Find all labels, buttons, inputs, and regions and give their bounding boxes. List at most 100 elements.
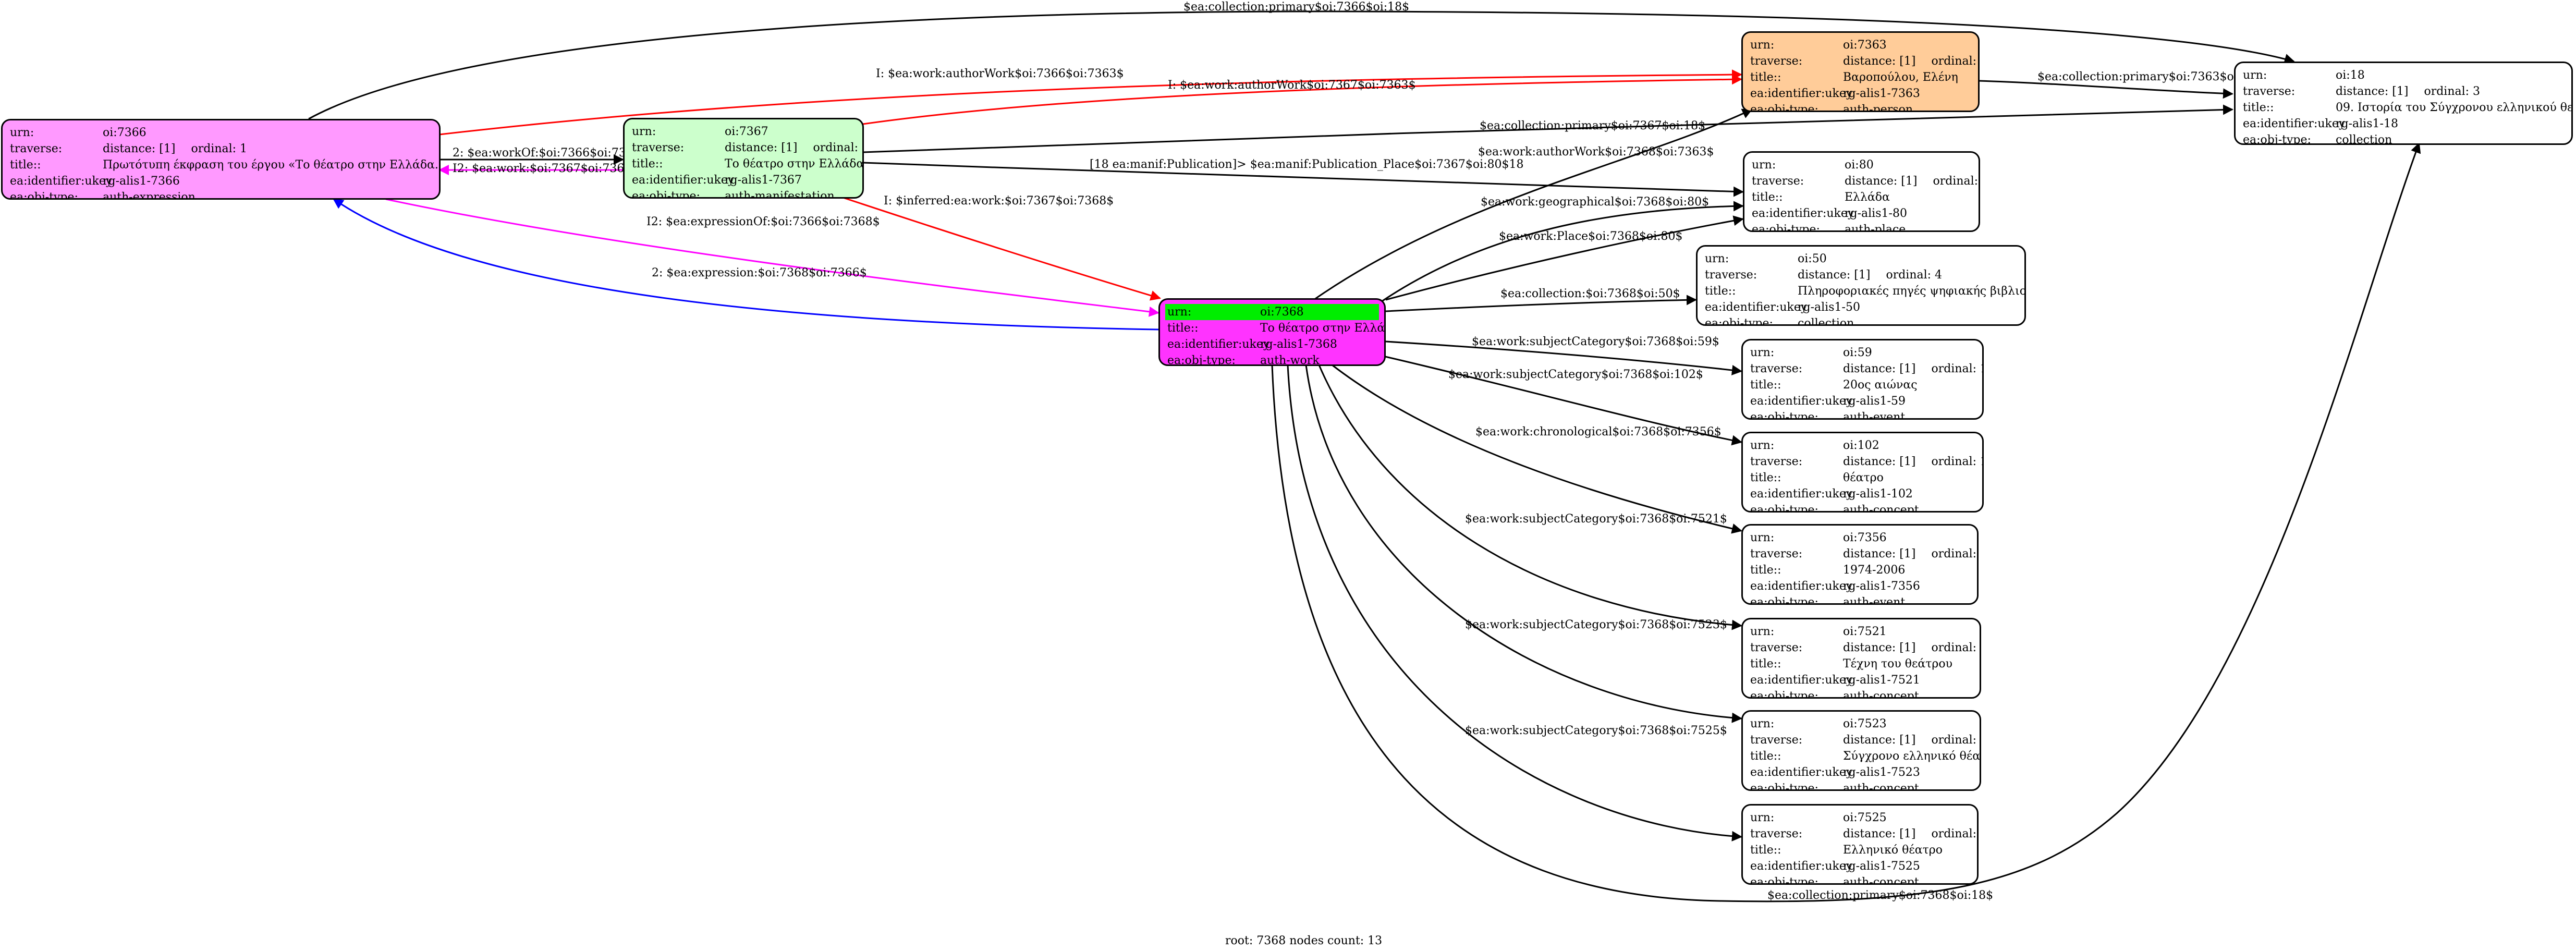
value-ordinal: ordinal: 6: [1931, 55, 1978, 68]
value-ordinal: ordinal: 3: [2424, 85, 2481, 98]
value-urn: oi:7523: [1843, 717, 1887, 730]
value-urn: oi:7367: [725, 125, 768, 138]
value-ukey: rg-alis1-7523: [1843, 766, 1920, 779]
node-oi-7356[interactable]: urn:oi:7356 traverse:distance: [1]ordina…: [1741, 524, 1979, 605]
value-type: auth-manifestation: [725, 190, 835, 199]
value-type: collection: [2336, 133, 2392, 145]
node-oi-7523[interactable]: urn:oi:7523 traverse:distance: [1]ordina…: [1741, 710, 1981, 791]
key-type: ea:obj-type:: [1750, 103, 1818, 112]
value-type: auth-expression: [103, 191, 196, 200]
node-oi-7367[interactable]: urn:oi:7367 traverse:distance: [1]ordina…: [623, 118, 864, 199]
key-urn: urn:: [1750, 439, 1775, 452]
value-ordinal: ordinal: 9: [1931, 734, 1980, 747]
value-type: auth-concept: [1843, 690, 1919, 699]
key-ukey: ea:identifier:ukey: [1750, 487, 1853, 501]
node-oi-50[interactable]: urn:oi:50 traverse:distance: [1]ordinal:…: [1696, 245, 2026, 326]
value-ukey: rg-alis1-50: [1798, 301, 1860, 314]
edge-7363-18: [1978, 80, 2233, 99]
value-urn: oi:80: [1845, 159, 1874, 172]
value-ordinal: ordinal: 5: [1933, 175, 1979, 188]
value-title: Πρωτότυπη έκφραση του έργου «Το θέατρο σ…: [103, 159, 439, 172]
value-ordinal: ordinal: 7: [1931, 547, 1977, 560]
key-title: title::: [1752, 191, 1783, 204]
key-title: title::: [1750, 657, 1781, 670]
node-oi-18[interactable]: urn:oi:18 traverse:distance: [1]ordinal:…: [2234, 62, 2573, 145]
key-type: ea:obj-type:: [1167, 354, 1236, 366]
key-title: title::: [1705, 285, 1736, 298]
node-oi-7363[interactable]: urn:oi:7363 traverse:distance: [1]ordina…: [1741, 31, 1980, 112]
edge-7368-50: [1385, 295, 1697, 312]
edge-label: $ea:collection:primary$oi:7363$oi:18$: [2037, 70, 2263, 83]
node-oi-7521[interactable]: urn:oi:7521 traverse:distance: [1]ordina…: [1741, 618, 1981, 699]
graph-footer: root: 7368 nodes count: 13: [1225, 934, 1383, 947]
edge-7368-7523: [1305, 364, 1742, 723]
edge-7368-59: [1385, 340, 1742, 375]
key-urn: urn:: [1750, 811, 1775, 824]
node-oi-80[interactable]: urn:oi:80 traverse:distance: [1]ordinal:…: [1743, 151, 1980, 232]
value-traverse: distance: [1]: [1843, 362, 1916, 375]
edge-label: $ea:work:subjectCategory$oi:7368$oi:7521…: [1465, 513, 1727, 526]
value-ordinal: ordinal: 1: [191, 142, 248, 155]
edge-label: [18 ea:manif:Publication]> $ea:manif:Pub…: [1090, 158, 1524, 171]
value-ukey: rg-alis1-7525: [1843, 860, 1920, 873]
key-urn: urn:: [1750, 625, 1775, 638]
key-title: title::: [1750, 750, 1781, 763]
value-ukey: rg-alis1-7521: [1843, 674, 1920, 687]
edge-label: 2: $ea:workOf:$oi:7366$oi:7367$: [453, 147, 648, 160]
edge-label: $ea:work:Place$oi:7368$oi:80$: [1499, 230, 1683, 243]
value-ordinal: ordinal: 10: [1931, 455, 1982, 468]
key-urn: urn:: [1167, 306, 1192, 319]
edge-label: $ea:collection:$oi:7368$oi:50$: [1500, 287, 1680, 300]
value-title: Σύγχρονο ελληνικό θέατρο: [1843, 750, 1981, 763]
edge-7368-7356: [1332, 364, 1742, 534]
key-ukey: ea:identifier:ukey: [1750, 395, 1853, 408]
value-title: θέατρο: [1843, 471, 1884, 484]
key-ukey: ea:identifier:ukey: [1167, 338, 1270, 351]
edge-7368-102: [1376, 353, 1742, 446]
edge-7368-80-place: [1385, 215, 1744, 301]
value-traverse: distance: [1]: [1843, 827, 1916, 840]
value-type: auth-event: [1843, 596, 1906, 605]
edge-label: $ea:work:authorWork$oi:7368$oi:7363$: [1478, 145, 1714, 159]
value-title: Πληροφοριακές πηγές ψηφιακής βιβλιοθήκης: [1798, 285, 2026, 298]
key-title: title::: [1750, 71, 1781, 84]
edge-7366-18: [308, 10, 2295, 120]
node-oi-102[interactable]: urn:oi:102 traverse:distance: [1]ordinal…: [1741, 432, 1984, 513]
key-type: ea:obj-type:: [632, 190, 700, 199]
key-ukey: ea:identifier:ukey: [1752, 207, 1854, 220]
edge-label: $ea:collection:primary$oi:7366$oi:18$: [1183, 1, 1409, 14]
value-type: auth-work: [1260, 354, 1320, 366]
value-ordinal: ordinal: 11: [1931, 362, 1982, 375]
node-oi-7366[interactable]: urn:oi:7366 traverse:distance: [1]ordina…: [1, 119, 441, 200]
key-type: ea:obj-type:: [1750, 411, 1818, 420]
edge-7366-7363: [439, 69, 1742, 136]
value-traverse: distance: [1]: [725, 141, 798, 154]
value-ukey: rg-alis1-7356: [1843, 580, 1920, 593]
value-type: auth-concept: [1843, 782, 1919, 791]
value-ordinal: ordinal: 4: [1886, 269, 1943, 282]
key-urn: urn:: [1750, 346, 1775, 359]
key-traverse: traverse:: [1750, 455, 1803, 468]
node-oi-7525[interactable]: urn:oi:7525 traverse:distance: [1]ordina…: [1741, 804, 1979, 885]
value-title: Ελληνικό θέατρο: [1843, 844, 1943, 857]
node-oi-7368[interactable]: urn:oi:7368 title::Το θέατρο στην Ελλάδα…: [1158, 298, 1386, 366]
key-type: ea:obj-type:: [1752, 223, 1820, 232]
value-urn: oi:7366: [103, 126, 146, 139]
key-ukey: ea:identifier:ukey: [1750, 860, 1853, 873]
key-ukey: ea:identifier:ukey: [2243, 117, 2346, 130]
key-title: title::: [10, 159, 41, 172]
key-title: title::: [1750, 471, 1781, 484]
value-traverse: distance: [1]: [103, 142, 176, 155]
value-title: Ελλάδα: [1845, 191, 1890, 204]
edge-label: $ea:work:subjectCategory$oi:7368$oi:7523…: [1465, 618, 1727, 631]
edge-label: $ea:work:subjectCategory$oi:7368$oi:102$: [1448, 368, 1703, 381]
key-urn: urn:: [1705, 252, 1729, 265]
key-title: title::: [632, 157, 663, 170]
edge-label: $ea:work:chronological$oi:7368$oi:7356$: [1475, 425, 1722, 438]
value-traverse: distance: [1]: [1843, 455, 1916, 468]
node-oi-59[interactable]: urn:oi:59 traverse:distance: [1]ordinal:…: [1741, 339, 1984, 420]
edge-7368-7525: [1287, 364, 1742, 842]
key-traverse: traverse:: [1750, 362, 1803, 375]
edge-7368-80-geo: [1376, 201, 1744, 306]
value-urn: oi:18: [2336, 69, 2365, 82]
